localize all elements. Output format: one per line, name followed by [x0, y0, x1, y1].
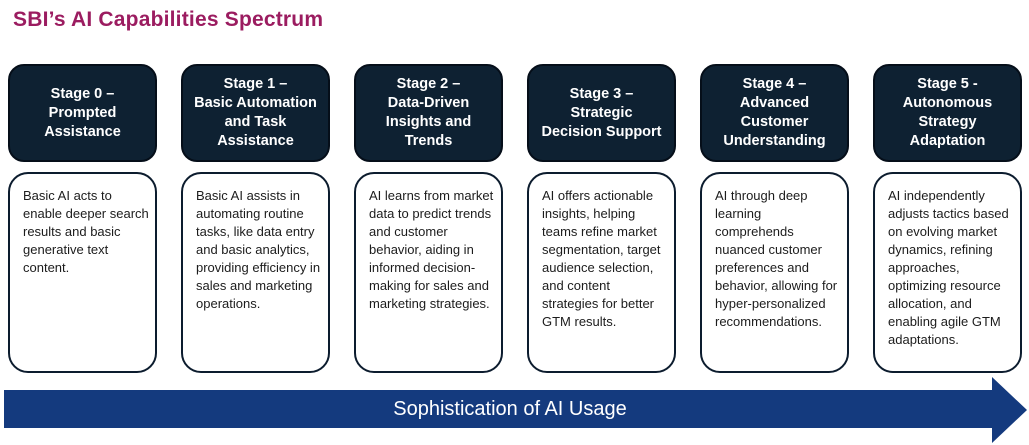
- stage-3-header: Stage 3 – Strategic Decision Support: [527, 64, 676, 162]
- stage-0-description: Basic AI acts to enable deeper search re…: [8, 172, 157, 373]
- arrow-label: Sophistication of AI Usage: [393, 397, 627, 420]
- page-title: SBI’s AI Capabilities Spectrum: [13, 8, 324, 31]
- stage-column-0: Stage 0 – Prompted Assistance Basic AI a…: [8, 64, 157, 373]
- stage-1-header: Stage 1 – Basic Automation and Task Assi…: [181, 64, 330, 162]
- sophistication-arrow: Sophistication of AI Usage: [0, 377, 1029, 445]
- stage-4-header: Stage 4 – Advanced Customer Understandin…: [700, 64, 849, 162]
- stage-column-3: Stage 3 – Strategic Decision Support AI …: [527, 64, 676, 373]
- stage-5-header: Stage 5 - Autonomous Strategy Adaptation: [873, 64, 1022, 162]
- stage-4-description: AI through deep learning comprehends nua…: [700, 172, 849, 373]
- stages-row: Stage 0 – Prompted Assistance Basic AI a…: [8, 64, 1022, 373]
- stage-5-description: AI independently adjusts tactics based o…: [873, 172, 1022, 373]
- stage-column-4: Stage 4 – Advanced Customer Understandin…: [700, 64, 849, 373]
- stage-3-description: AI offers actionable insights, helping t…: [527, 172, 676, 373]
- stage-2-header: Stage 2 – Data-Driven Insights and Trend…: [354, 64, 503, 162]
- stage-1-description: Basic AI assists in automating routine t…: [181, 172, 330, 373]
- stage-column-1: Stage 1 – Basic Automation and Task Assi…: [181, 64, 330, 373]
- stage-column-2: Stage 2 – Data-Driven Insights and Trend…: [354, 64, 503, 373]
- stage-0-header: Stage 0 – Prompted Assistance: [8, 64, 157, 162]
- right-arrow-shape: [4, 377, 1027, 443]
- stage-column-5: Stage 5 - Autonomous Strategy Adaptation…: [873, 64, 1022, 373]
- stage-2-description: AI learns from market data to predict tr…: [354, 172, 503, 373]
